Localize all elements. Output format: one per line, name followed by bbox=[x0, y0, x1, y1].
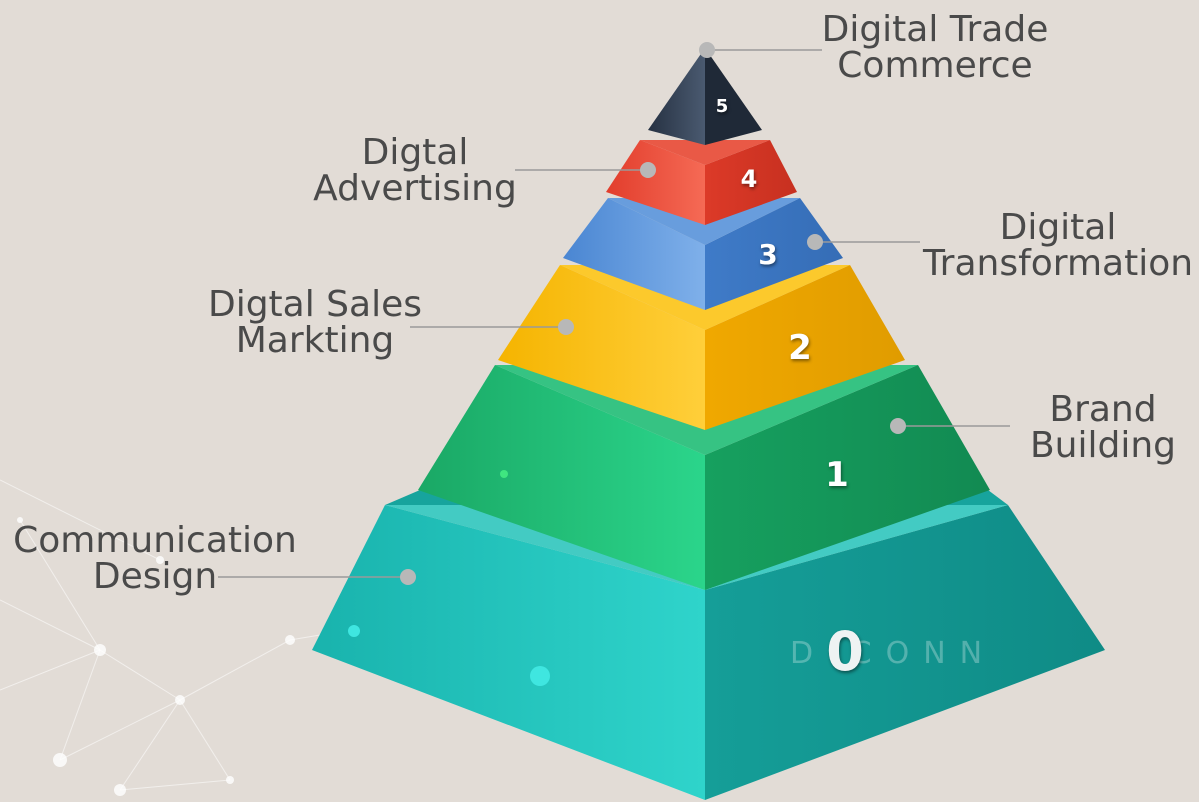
level-4-label-line2: Advertising bbox=[313, 168, 517, 209]
level-2-number: 2 bbox=[788, 328, 812, 368]
decorative-glow-dots bbox=[348, 470, 550, 686]
level-3-dot bbox=[807, 234, 823, 250]
level-2-dot bbox=[558, 319, 574, 335]
connector-lines bbox=[218, 49, 1010, 578]
level-2-label-line1: Digtal Sales bbox=[207, 284, 422, 325]
level-1-label: Brand Building bbox=[1008, 392, 1198, 464]
level-3-label-line1: Digital bbox=[999, 207, 1117, 248]
level-3-label: Digital Transformation bbox=[918, 210, 1198, 282]
level-5-label: Digital Trade Commerce bbox=[810, 12, 1060, 84]
level-1-label-line1: Brand bbox=[1049, 389, 1157, 430]
level-2-label: Digtal Sales Markting bbox=[200, 287, 430, 359]
level-4-tier bbox=[606, 140, 797, 225]
level-3-number: 3 bbox=[758, 238, 778, 271]
level-0-label-line1: Communication bbox=[13, 520, 297, 561]
level-0-label-line2: Design bbox=[92, 556, 218, 597]
level-4-dot bbox=[640, 162, 656, 178]
level-5-dot bbox=[699, 42, 715, 58]
level-2-label-line2: Markting bbox=[235, 320, 395, 361]
level-5-tier bbox=[648, 48, 762, 145]
connector-dots bbox=[400, 42, 906, 585]
level-5-label-line2: Commerce bbox=[837, 45, 1033, 86]
level-1-label-line2: Building bbox=[1029, 425, 1177, 466]
level-0-label: Communication Design bbox=[10, 523, 300, 595]
level-1-dot bbox=[890, 418, 906, 434]
level-0-dot bbox=[400, 569, 416, 585]
level-4-label-line1: Digtal bbox=[361, 132, 469, 173]
level-5-number: 5 bbox=[715, 96, 729, 117]
level-4-number: 4 bbox=[740, 165, 758, 193]
level-4-label: Digtal Advertising bbox=[300, 135, 530, 207]
level-5-label-line1: Digital Trade bbox=[821, 9, 1049, 50]
watermark-text: D CONN bbox=[790, 636, 997, 671]
level-3-label-line2: Transformation bbox=[922, 243, 1194, 284]
level-0-number: 0 bbox=[826, 620, 864, 683]
level-1-number: 1 bbox=[825, 455, 849, 495]
